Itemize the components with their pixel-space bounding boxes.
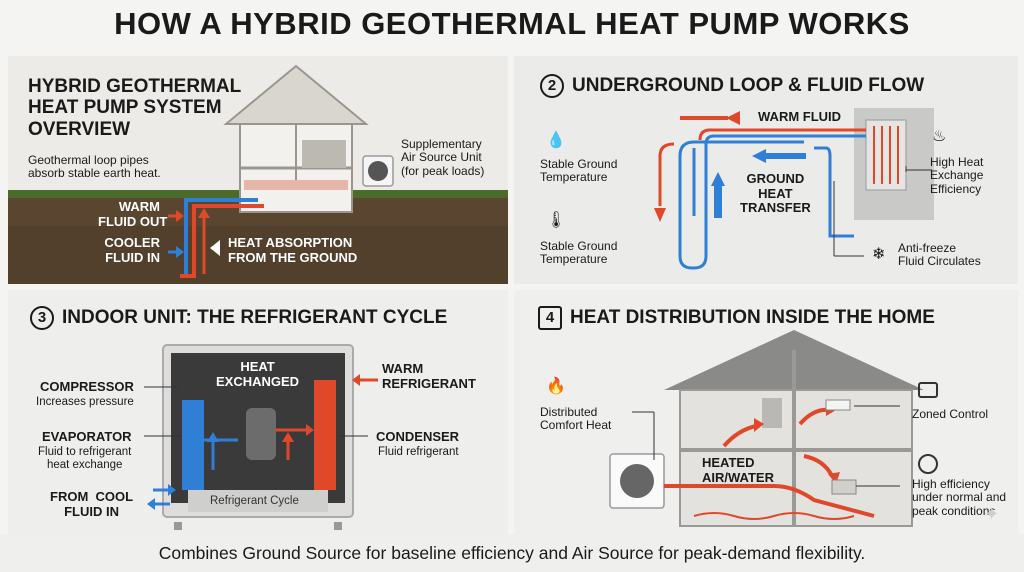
gh-line: GROUND xyxy=(746,171,805,186)
panel1-heading-line: HYBRID GEOTHERMAL xyxy=(28,76,242,97)
wr-line: WARM xyxy=(382,361,424,376)
eff-line: under normal and xyxy=(912,490,1007,505)
supp-line: (for peak loads) xyxy=(401,163,485,178)
eff-line: High efficiency xyxy=(912,477,990,491)
thermometer-icon: 🌡 xyxy=(546,212,567,229)
step-number: 3 xyxy=(30,306,54,330)
thermostat-icon xyxy=(918,382,938,398)
warm-fluid-out-label: WARM FLUID OUT xyxy=(98,199,168,229)
cooler-in-line: FLUID IN xyxy=(105,249,160,265)
bottom-caption: Combines Ground Source for baseline effi… xyxy=(0,534,1024,572)
heat-exchange-icon: ♨ xyxy=(932,128,947,145)
indoor-unit-illustration xyxy=(144,344,378,530)
water-drop-icon: 💧 xyxy=(546,132,566,149)
fc-line: FLUID IN xyxy=(64,503,119,519)
supp-line: Supplementary xyxy=(401,137,482,151)
exchange-line: Efficiency xyxy=(930,181,982,196)
high-efficiency-label: High efficiency under normal and peak co… xyxy=(912,477,1007,518)
panel1-description: Geothermal loop pipes absorb stable eart… xyxy=(28,153,161,181)
desc-line: absorb stable earth heat. xyxy=(28,166,161,181)
eff-line: peak conditions xyxy=(912,503,996,518)
antifreeze-line: Fluid Circulates xyxy=(898,254,981,269)
panel-indoor-unit: 3 INDOOR UNIT: THE REFRIGERANT CYCLE COMP… xyxy=(8,290,508,534)
panel1-heading-line: OVERVIEW xyxy=(28,118,131,140)
evaporator-sub: Fluid to refrigerant heat exchange xyxy=(38,446,131,472)
panel2-heading: 2 UNDERGROUND LOOP & FLUID FLOW xyxy=(540,74,924,98)
underground-loop-illustration xyxy=(654,108,934,270)
fc-line: FROM COOL xyxy=(50,489,134,504)
warm-out-line: FLUID OUT xyxy=(98,213,168,229)
panel3-heading: 3 INDOOR UNIT: THE REFRIGERANT CYCLE xyxy=(30,306,447,330)
warm-fluid-label: WARM FLUID xyxy=(758,109,842,124)
panel4-heading-text: HEAT DISTRIBUTION INSIDE THE HOME xyxy=(570,307,935,329)
panel3-heading-text: INDOOR UNIT: THE REFRIGERANT CYCLE xyxy=(62,307,448,329)
from-cool-fluid-label: FROM COOL FLUID IN xyxy=(50,489,134,519)
heat-abs-line: FROM THE GROUND xyxy=(228,249,358,265)
stable2-line: Stable Ground xyxy=(540,239,618,253)
condenser-label: CONDENSER xyxy=(376,429,460,444)
desc-line: Geothermal loop pipes xyxy=(28,153,149,167)
exchange-line: Exchange xyxy=(930,168,984,183)
antifreeze-label: Anti-freeze Fluid Circulates xyxy=(898,241,981,269)
snowflake-icon: ❄ xyxy=(872,246,886,263)
panel1-heading: HYBRID GEOTHERMAL HEAT PUMP SYSTEM OVERV… xyxy=(28,76,241,140)
distributed-comfort-heat-label: Distributed Comfort Heat xyxy=(540,405,612,433)
heated-air-water-label: HEATED AIR/WATER xyxy=(702,455,774,485)
supplementary-air-source-label: Supplementary Air Source Unit (for peak … xyxy=(401,137,485,178)
heat-exchanged-label: HEAT EXCHANGED xyxy=(216,359,300,389)
dist-line: Distributed xyxy=(540,405,598,419)
heat-absorption-label: HEAT ABSORPTION FROM THE GROUND xyxy=(228,235,358,265)
compressor-sub: Increases pressure xyxy=(36,396,134,408)
evap-line: Fluid to refrigerant xyxy=(38,446,132,458)
panel1-heading-line: HEAT PUMP SYSTEM xyxy=(28,97,222,119)
heated-line: HEATED xyxy=(702,455,755,470)
heat-distribution-illustration xyxy=(609,330,924,527)
cooler-in-line: COOLER xyxy=(104,235,160,250)
panel-heat-distribution: 4 HEAT DISTRIBUTION INSIDE THE HOME 🔥 Dis… xyxy=(514,290,1018,534)
dist-line: Comfort Heat xyxy=(540,418,612,433)
compressor-label: COMPRESSOR xyxy=(40,379,134,394)
stable1-line: Stable Ground xyxy=(540,157,618,171)
stable-ground-temp-label-1: Stable Ground Temperature xyxy=(540,157,618,185)
condenser-sub: Fluid refrigerant xyxy=(378,446,459,458)
antifreeze-line: Anti-freeze xyxy=(898,241,957,255)
evaporator-label: EVAPORATOR xyxy=(42,429,132,444)
system-overview-illustration xyxy=(8,64,508,284)
gauge-icon xyxy=(918,454,938,474)
evap-line: heat exchange xyxy=(46,458,123,471)
gh-line: TRANSFER xyxy=(740,200,811,216)
he-line: HEAT xyxy=(240,359,275,374)
heat-abs-line: HEAT ABSORPTION xyxy=(228,235,353,250)
supp-line: Air Source Unit xyxy=(401,150,482,165)
wr-line: REFRIGERANT xyxy=(382,375,476,391)
panel4-heading: 4 HEAT DISTRIBUTION INSIDE THE HOME xyxy=(538,306,935,330)
stable2-line: Temperature xyxy=(540,252,608,267)
page-title: HOW A HYBRID GEOTHERMAL HEAT PUMP WORKS xyxy=(114,6,910,41)
panel-system-overview: HYBRID GEOTHERMAL HEAT PUMP SYSTEM OVERV… xyxy=(8,56,508,284)
step-number: 2 xyxy=(540,74,564,98)
high-heat-exchange-label: High Heat Exchange Efficiency xyxy=(930,155,984,196)
stable1-line: Temperature xyxy=(540,170,608,185)
sparkle-icon: ✦ xyxy=(984,504,1000,524)
warm-out-line: WARM xyxy=(118,199,160,214)
gh-line: HEAT xyxy=(758,185,793,201)
stable-ground-temp-label-2: Stable Ground Temperature xyxy=(540,239,618,267)
panel-underground-loop: 2 UNDERGROUND LOOP & FLUID FLOW WARM FLUI… xyxy=(514,56,1018,284)
ground-heat-transfer-label: GROUND HEAT TRANSFER xyxy=(740,171,811,216)
step-number: 4 xyxy=(538,306,562,330)
refrigerant-cycle-label: Refrigerant Cycle xyxy=(210,495,299,507)
warm-refrigerant-label: WARM REFRIGERANT xyxy=(382,361,476,391)
cooler-fluid-in-label: COOLER FLUID IN xyxy=(88,235,160,265)
exchange-line: High Heat xyxy=(930,155,984,169)
flame-icon: 🔥 xyxy=(546,378,566,395)
he-line: EXCHANGED xyxy=(216,373,300,389)
heated-line: AIR/WATER xyxy=(702,469,774,485)
panel2-heading-text: UNDERGROUND LOOP & FLUID FLOW xyxy=(572,75,925,97)
zoned-control-label: Zoned Control xyxy=(912,407,989,421)
